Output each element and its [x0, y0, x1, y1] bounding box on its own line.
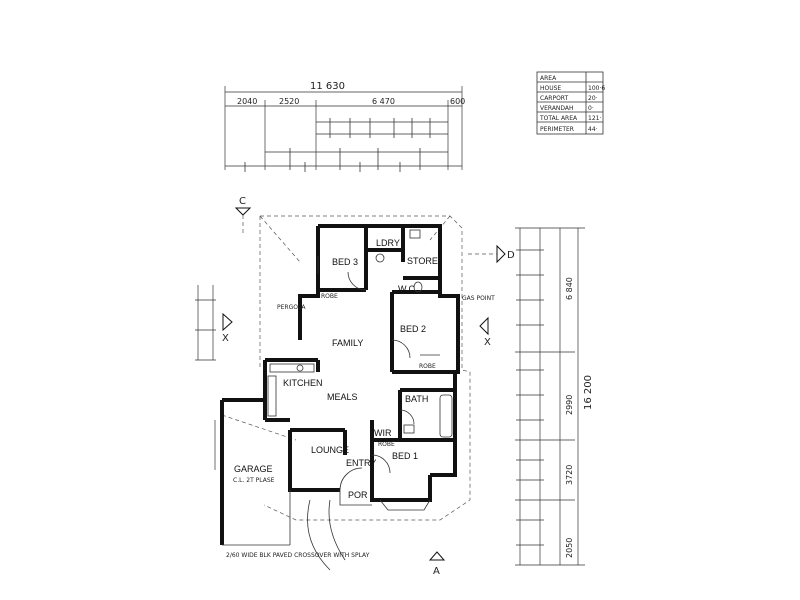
- door-swing-bed3: [347, 271, 367, 291]
- lower-length-dim: 3720: [565, 465, 574, 485]
- total-area-label: TOTAL AREA: [539, 115, 578, 122]
- left-dimensions: [195, 285, 216, 470]
- room-por: POR: [348, 490, 368, 500]
- section-marker-a: A: [428, 551, 446, 577]
- perimeter-label: PERIMETER: [540, 126, 574, 133]
- room-wir: WIR: [374, 428, 392, 438]
- right-dimensions: 16 200 6 840 2990 3720 2050: [515, 227, 594, 566]
- front-path-right: [328, 499, 346, 561]
- toilet-icon: [413, 281, 423, 293]
- room-labels: BED 3 LDRY STORE W.C BED 2 FAMILY KITCHE…: [234, 238, 438, 500]
- area-table: AREA HOUSE 100·6 CARPORT 20· VERANDAH 0·…: [536, 71, 605, 135]
- top-dimensions: 11 630 2040 2520 6 470 600: [224, 81, 465, 172]
- trough-icon: [409, 229, 421, 239]
- front-path-left: [307, 499, 331, 571]
- overall-length-dim: 16 200: [583, 375, 594, 410]
- walls: [220, 224, 460, 546]
- section-marker-x-right: X: [479, 316, 491, 348]
- section-d-label: D: [507, 250, 515, 261]
- total-area-value: 121·: [588, 115, 601, 122]
- carport-value: 20·: [588, 95, 598, 102]
- house-label: HOUSE: [540, 85, 561, 92]
- carport-label: CARPORT: [540, 95, 569, 102]
- dim-segment-2: 2520: [279, 97, 299, 106]
- verandah-value: 0·: [588, 105, 594, 112]
- door-swing-entry: [339, 467, 363, 491]
- room-store: STORE: [407, 256, 438, 266]
- room-ldry: LDRY: [376, 238, 400, 248]
- dim-segment-3: 6 470: [372, 97, 395, 106]
- fixtures: [267, 229, 453, 571]
- room-kitchen: KITCHEN: [283, 378, 323, 388]
- robe-note-bed3: ROBE: [321, 293, 338, 300]
- crossover-note: 2/60 WIDE BLK PAVED CROSSOVER WITH SPLAY: [226, 552, 370, 559]
- room-bed1: BED 1: [392, 451, 418, 461]
- section-x-left-label: X: [222, 333, 229, 344]
- upper-length-dim: 6 840: [565, 277, 574, 300]
- overall-width-dim: 11 630: [310, 81, 345, 92]
- room-lounge: LOUNGE: [311, 445, 349, 455]
- robe-note-bed2: ROBE: [419, 363, 436, 370]
- room-entry: ENTRY: [346, 458, 376, 468]
- section-a-label: A: [433, 566, 440, 577]
- house-value: 100·6: [588, 85, 605, 92]
- door-swing-bath: [399, 409, 415, 425]
- sink-icon: [296, 364, 304, 372]
- section-marker-x-left: X: [222, 312, 233, 344]
- pergola-note: PERGOLA: [277, 304, 306, 311]
- room-bed3: BED 3: [332, 257, 358, 267]
- room-garage: GARAGE: [234, 464, 273, 474]
- bottom-length-dim: 2050: [565, 538, 574, 558]
- basin-icon: [403, 424, 415, 434]
- section-c-label: C: [239, 196, 246, 207]
- kitchen-side-bench-icon: [267, 375, 277, 417]
- door-swing-bed2: [391, 339, 411, 359]
- section-marker-d: D: [468, 244, 515, 264]
- dim-segment-1: 2040: [237, 97, 257, 106]
- room-family: FAMILY: [332, 338, 363, 348]
- room-meals: MEALS: [327, 392, 358, 402]
- door-swing-bed1: [371, 454, 391, 474]
- garage-note: C.L. 2T PLASE: [233, 477, 275, 484]
- bay-window: [379, 499, 431, 511]
- room-bath: BATH: [405, 394, 428, 404]
- bathtub-icon: [439, 394, 453, 438]
- area-label: AREA: [540, 75, 557, 82]
- notes: PERGOLA C.L. 2T PLASE ROBE ROBE ROBE GAS…: [226, 293, 495, 559]
- section-x-right-label: X: [484, 337, 491, 348]
- middle-length-dim: 2990: [565, 395, 574, 415]
- robe-note-bed1: ROBE: [378, 441, 395, 448]
- gas-point-note: GAS POINT: [462, 295, 495, 302]
- room-bed2: BED 2: [400, 324, 426, 334]
- verandah-label: VERANDAH: [540, 105, 574, 112]
- washer-icon: [375, 253, 385, 263]
- room-wc: W.C: [398, 284, 415, 294]
- section-marker-c: C: [234, 196, 252, 235]
- kitchen-bench-icon: [269, 363, 315, 373]
- perimeter-value: 44·: [588, 126, 598, 133]
- dim-segment-4: 600: [450, 97, 465, 106]
